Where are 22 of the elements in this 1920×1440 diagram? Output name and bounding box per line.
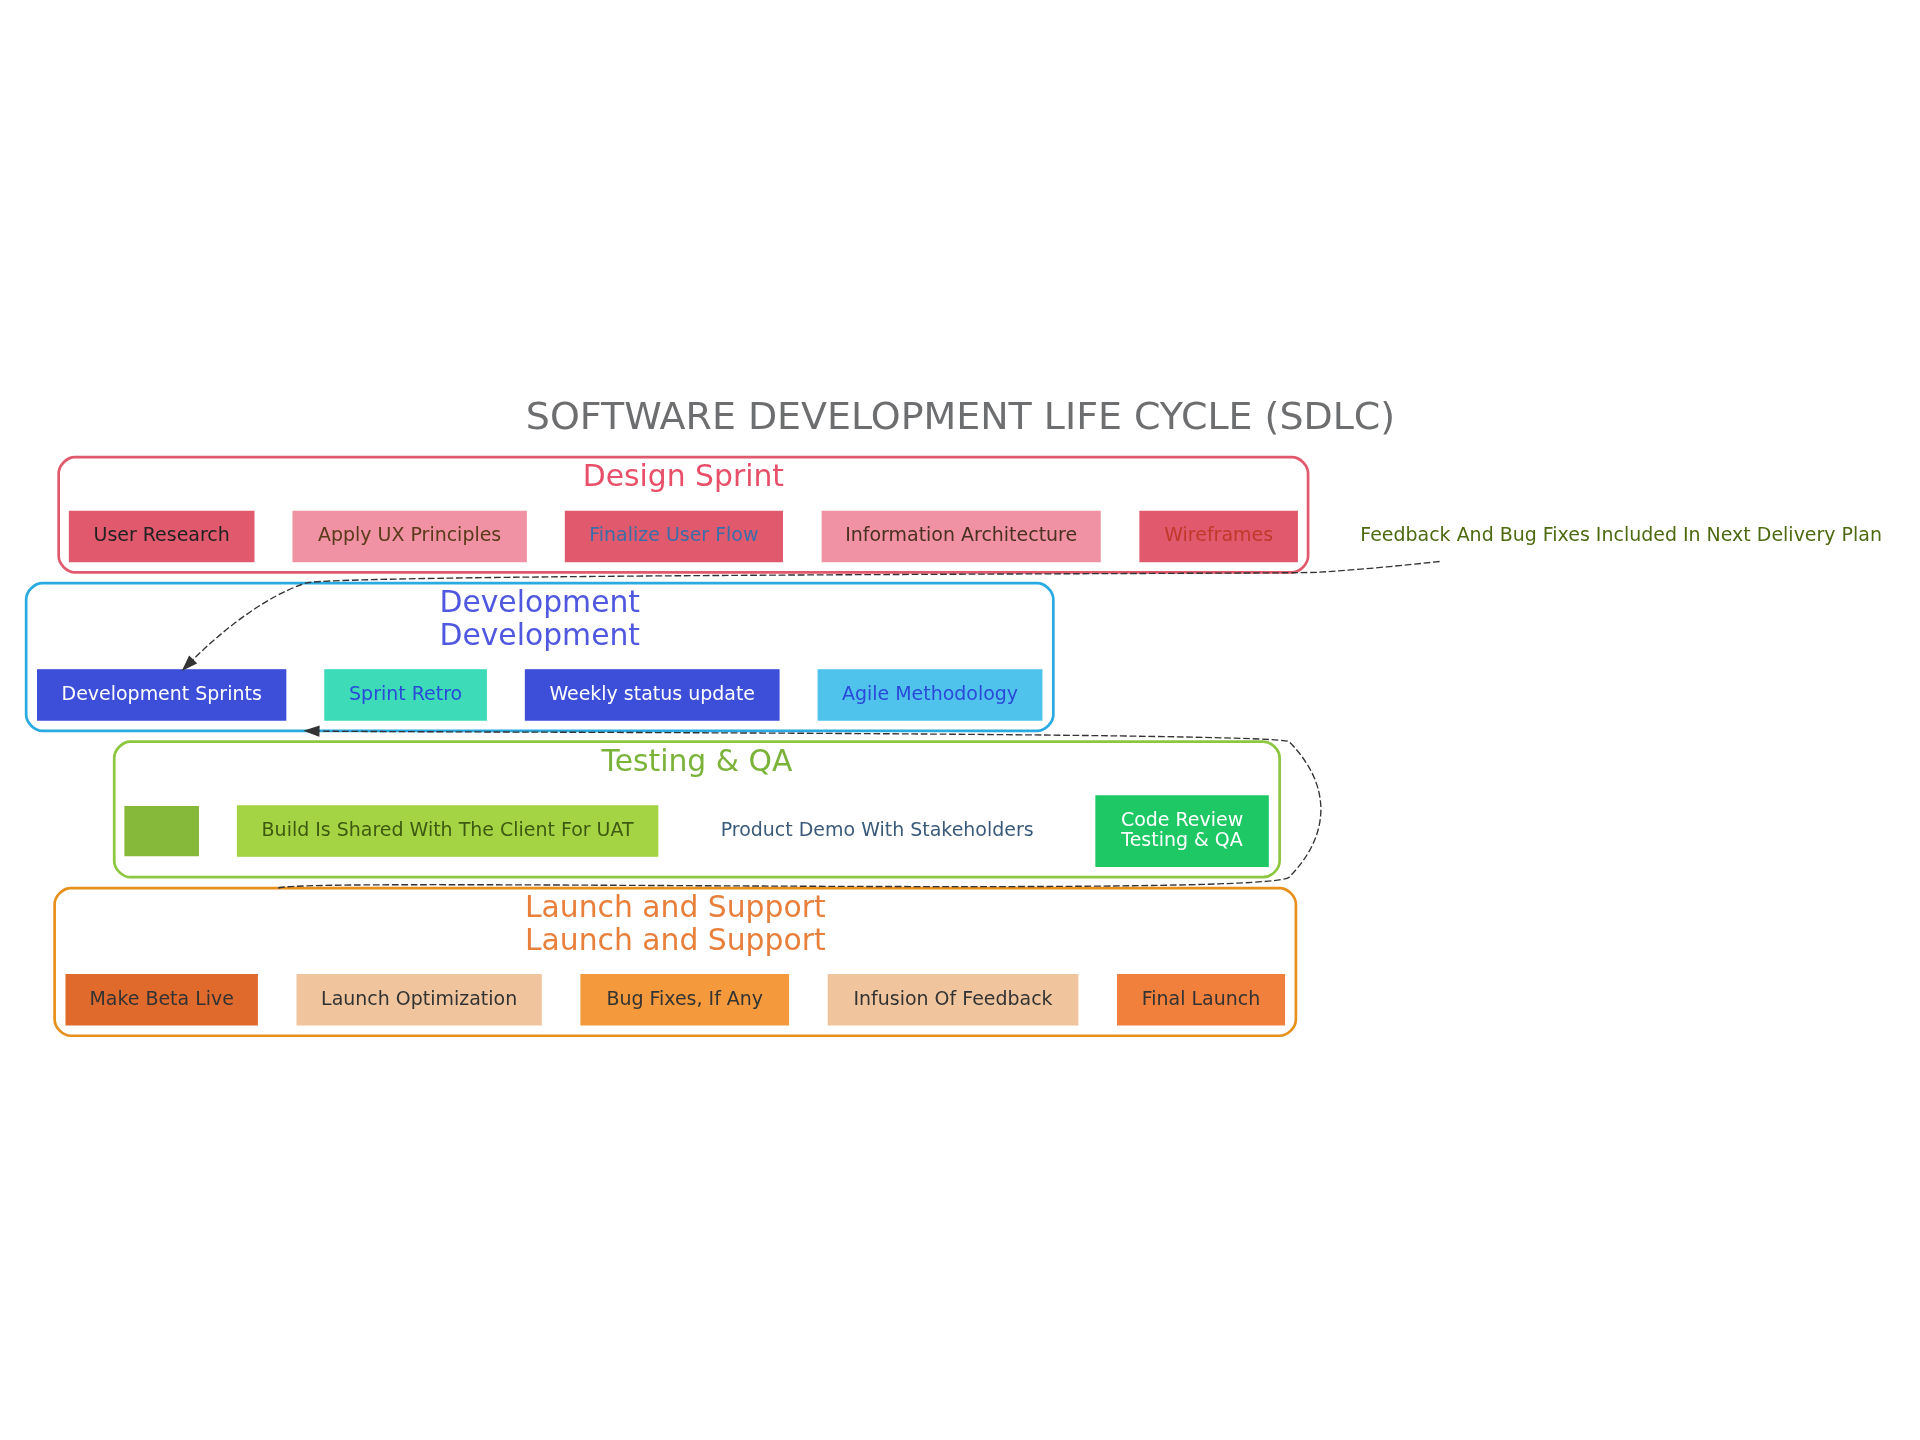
node-text: Feedback And Bug Fixes Included In Next Delivery Plan (1359, 523, 1882, 546)
node-text: Product Demo With Stakeholders (720, 818, 1034, 841)
node-box: Bug Fixes, If Any (579, 974, 789, 1026)
node-box: Apply UX Principles (291, 510, 527, 563)
node-box: Wireframes (1138, 510, 1298, 563)
node-box: Agile Methodology (817, 669, 1042, 721)
node-box: Sprint Retro (323, 669, 487, 721)
arrow (181, 560, 1440, 671)
node-box: Development Sprints (36, 669, 286, 721)
node-box: Make Beta Live (64, 974, 258, 1026)
node-box: Final Launch (1116, 974, 1285, 1026)
diagram-title: SOFTWARE DEVELOPMENT LIFE CYCLE (SDLC) (525, 394, 1395, 439)
node-box: Weekly status update (524, 669, 780, 721)
node-box: Code Review Testing & QA (1094, 795, 1269, 868)
node-box: Build Is Shared With The Client For UAT (236, 805, 658, 857)
node-box: User Research (68, 510, 254, 563)
node-box: Launch Optimization (296, 974, 542, 1026)
node-box: Information Architecture (821, 510, 1101, 563)
node-box: Infusion Of Feedback (827, 974, 1078, 1026)
node-box (123, 806, 199, 857)
arrow (277, 725, 1322, 889)
node-box: Finalize User Flow (564, 510, 783, 563)
